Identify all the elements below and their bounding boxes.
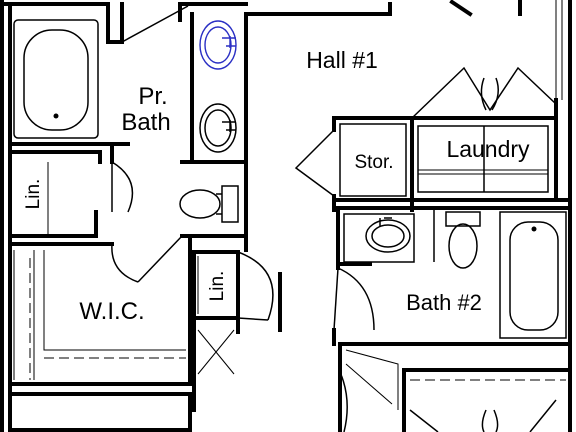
wic-shelves	[13, 250, 186, 380]
bath2-tub-drain-icon	[531, 226, 537, 232]
linen-top-wall	[8, 150, 102, 164]
selected-sink[interactable]	[199, 20, 237, 70]
tub-basin	[23, 29, 89, 131]
sink-basin-icon[interactable]	[199, 20, 237, 70]
tub-drain-icon	[53, 113, 59, 119]
room-label-primary-bath-line1: Pr.	[138, 83, 167, 110]
laundry-bifold-curve	[480, 77, 499, 111]
linen-bottom-wall	[8, 210, 98, 238]
bath2-door-leaf	[333, 267, 339, 331]
right-window	[555, 0, 563, 100]
faucet-icon	[222, 36, 236, 48]
bath2-door-swing	[337, 267, 375, 331]
lower-bifold	[409, 399, 557, 432]
room-label-linen-center: Lin.	[207, 271, 228, 302]
top-wall	[0, 2, 392, 16]
bath2-fixtures	[333, 210, 567, 339]
bath-door-leaf	[121, 5, 189, 43]
center-door-leaf	[237, 317, 269, 321]
bath2-vanity	[343, 213, 415, 263]
room-label-primary-bath-line2: Bath	[121, 109, 170, 136]
bath2-toilet-bowl-icon	[448, 223, 478, 269]
laundry-bifold	[411, 66, 557, 119]
center-linen	[197, 251, 274, 375]
toilet-primary	[179, 185, 239, 223]
center-door-swing	[237, 251, 274, 321]
toilet-bowl-icon	[179, 189, 221, 219]
bath2-tub-basin	[509, 221, 559, 331]
storage-door-leaf	[294, 129, 335, 197]
lower-room-walls	[8, 392, 192, 432]
sink-2	[199, 103, 237, 153]
sink-bowl-icon	[204, 109, 232, 147]
bath-door-jamb	[106, 2, 124, 44]
laundry-walls	[410, 98, 558, 202]
top-right-wall	[449, 0, 522, 17]
washer-dryer	[417, 125, 549, 193]
wic-door-swing	[111, 243, 139, 283]
bath2-sink-bowl	[371, 224, 405, 248]
bath2-faucet-icon	[379, 217, 392, 226]
room-label-storage: Stor.	[354, 152, 393, 173]
room-label-linen-left: Lin.	[23, 179, 44, 210]
bath2-tub-outer	[499, 211, 567, 339]
lower-door-swing	[339, 371, 348, 432]
tub-outer	[13, 19, 99, 139]
laundry-fixtures	[411, 66, 557, 193]
room-label-hall: Hall #1	[306, 47, 378, 73]
laundry-shelf	[418, 169, 548, 175]
sink-bowl-icon	[204, 26, 232, 64]
shower-corner	[345, 349, 399, 410]
linen-door-swing	[111, 161, 134, 213]
room-label-laundry: Laundry	[446, 136, 530, 162]
wic-shelf-left	[13, 250, 35, 380]
center-hall-walls	[192, 316, 240, 412]
doors-left	[111, 5, 189, 283]
faucet-icon	[222, 120, 236, 132]
shower-cross	[197, 329, 235, 375]
lower-right	[339, 349, 566, 432]
bath2-sink-icon	[365, 219, 411, 253]
sink-basin-icon	[199, 103, 237, 153]
room-label-bath2: Bath #2	[406, 290, 482, 315]
toilet-tank-icon	[221, 185, 239, 223]
storage-door	[294, 123, 407, 197]
wic-shelf-top	[43, 250, 186, 351]
room-label-wic: W.I.C.	[79, 298, 144, 325]
wic-door-leaf	[137, 235, 183, 283]
tub	[13, 19, 99, 139]
lower-bifold-curve	[481, 409, 499, 432]
toilet-neck	[216, 193, 222, 215]
bath2-toilet-tank-icon	[445, 211, 481, 227]
storage-inner	[339, 123, 407, 197]
wic-rod	[29, 258, 186, 380]
